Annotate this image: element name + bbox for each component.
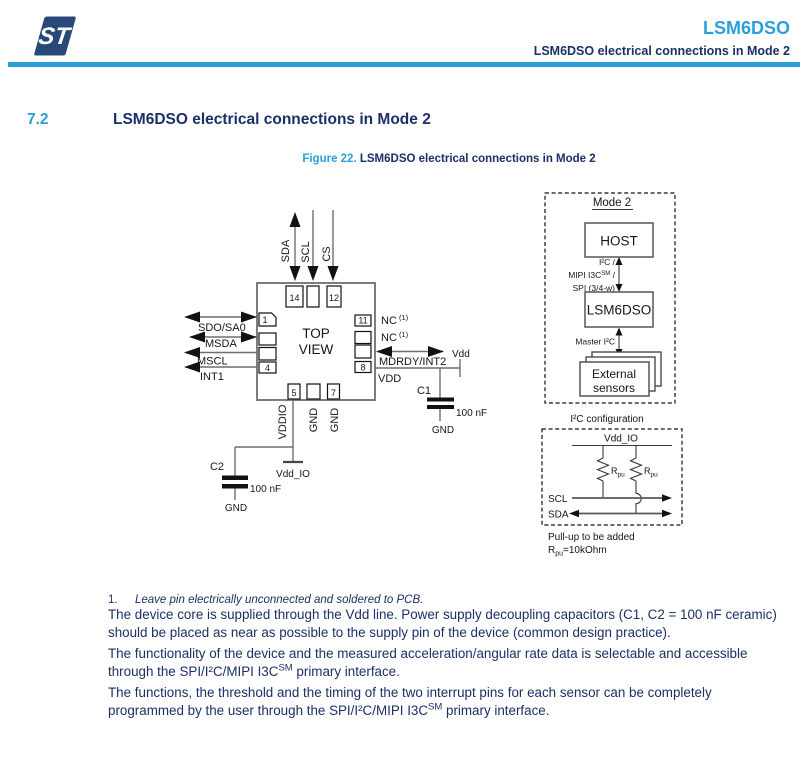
c2-value: 100 nF	[250, 484, 281, 495]
signal-msda: MSDA	[205, 338, 237, 350]
host-box-label: HOST	[600, 234, 638, 249]
chip-right-signals: NC (1) NC (1) MDRDY/INT2 VDD Vdd C1 100 …	[375, 313, 487, 436]
chip-top-signals: SDA SCL CS	[280, 210, 339, 281]
paragraph-1: The device core is supplied through the …	[108, 606, 808, 643]
figure-caption-text: LSM6DSO electrical connections in Mode 2	[356, 153, 596, 165]
signal-gnd-1: GND	[308, 408, 320, 433]
st-logo: ST	[33, 15, 77, 57]
bus-label-i2c: I²C /	[599, 257, 616, 267]
i2c-sda-label: SDA	[548, 510, 569, 521]
chip-bottom-signals: VDDIO GND GND Vdd_IO C2 100 nF GND	[210, 400, 341, 514]
section-title: LSM6DSO electrical connections in Mode 2	[113, 111, 431, 128]
signal-nc-2: NC (1)	[381, 330, 409, 344]
footnote: 1. Leave pin electrically unconnected and…	[108, 594, 423, 606]
signal-scl: SCL	[300, 241, 312, 262]
pin-number-7: 7	[331, 388, 336, 398]
capacitor-c2: C2 100 nF GND	[210, 447, 281, 514]
capacitor-c1: C1 100 nF GND	[417, 368, 487, 436]
section-number: 7.2	[27, 111, 49, 128]
mode2-title: Mode 2	[593, 197, 631, 209]
chip-center-label-1: TOP	[302, 326, 330, 341]
paragraph-line: The functions, the threshold and the tim…	[108, 684, 712, 700]
signal-vdd-pin: VDD	[378, 373, 401, 385]
c2-name: C2	[210, 461, 224, 473]
i2c-vdd-io-label: Vdd_IO	[604, 434, 638, 445]
signal-cs: CS	[321, 246, 333, 261]
signal-gnd-2: GND	[329, 408, 341, 433]
sensors-label-2: sensors	[593, 381, 635, 395]
pin-number-4: 4	[265, 363, 270, 373]
paragraph-line: The device core is supplied through the …	[108, 607, 777, 622]
chip-left-signals: SDO/SA0 MSDA MSCL INT1	[184, 311, 257, 383]
paragraph-line: The functionality of the device and the …	[108, 645, 748, 661]
pin-number-1: 1	[262, 315, 267, 325]
bus-label-spi: SPI (3/4-w)	[572, 283, 615, 293]
mode2-block-diagram: Mode 2 HOST I²C / MIPI I3CSM / SPI (3/4-…	[544, 192, 676, 404]
footnote-number: 1.	[108, 594, 118, 606]
paragraph-3: The functions, the threshold and the tim…	[108, 684, 808, 721]
master-i2c-label: Master I²C	[575, 337, 615, 347]
signal-vddio: VDDIO	[277, 404, 289, 439]
c1-name: C1	[417, 385, 431, 397]
header-product-name: LSM6DSO	[702, 18, 790, 38]
c1-gnd-label: GND	[432, 425, 454, 436]
paragraph-2: The functionality of the device and the …	[108, 645, 808, 682]
pullup-resistor-1: Rpu	[596, 445, 625, 498]
chip-center-label-2: VIEW	[299, 342, 334, 357]
lsm6dso-box-label: LSM6DSO	[587, 303, 652, 318]
pin-number-5: 5	[291, 388, 296, 398]
pin-number-11: 11	[358, 316, 367, 326]
bus-label-mipi-i3c: MIPI I3CSM /	[568, 270, 615, 280]
pin-number-14: 14	[289, 293, 299, 303]
figure-diagram: TOP VIEW 14 12 1 4 11 8	[184, 192, 683, 558]
signal-nc-1: NC (1)	[381, 313, 409, 327]
footnote-text: Leave pin electrically unconnected and s…	[135, 594, 424, 606]
rpu-label-2: Rpu	[644, 466, 658, 479]
pullup-note-2: Rpu=10kOhm	[548, 545, 607, 558]
vdd-io-terminal-label: Vdd_IO	[276, 469, 310, 480]
chip-package: TOP VIEW 14 12 1 4 11 8	[256, 282, 376, 401]
paragraph-line: through the SPI/I²C/MIPI I3CSM primary i…	[108, 662, 400, 680]
signal-sdo-sa0: SDO/SA0	[198, 322, 246, 334]
header-doc-title: LSM6DSO electrical connections in Mode 2	[533, 44, 790, 58]
c1-value: 100 nF	[456, 408, 487, 419]
pin-number-8: 8	[360, 362, 365, 372]
i2c-config-title: I²C configuration	[570, 414, 643, 425]
pin-1-pad	[258, 312, 277, 327]
section-heading: 7.2 LSM6DSO electrical connections in Mod…	[27, 111, 431, 129]
figure-label: Figure 22.	[302, 153, 357, 165]
header-rule	[8, 62, 800, 67]
body-text: The device core is supplied through the …	[108, 606, 808, 722]
vdd-supply-label: Vdd	[452, 349, 470, 360]
c2-gnd-label: GND	[225, 503, 247, 514]
pin-number-12: 12	[329, 293, 339, 303]
pullup-note-1: Pull-up to be added	[548, 532, 635, 543]
signal-mscl: MSCL	[197, 356, 228, 368]
sensors-label-1: External	[592, 367, 636, 381]
i2c-configuration-diagram: I²C configuration Vdd_IO Rpu Rpu SCL	[541, 414, 683, 558]
paragraph-line: should be placed as near as possible to …	[108, 625, 671, 641]
signal-mdrdy-int2: MDRDY/INT2	[379, 356, 446, 368]
external-sensors-stack: External sensors	[579, 351, 662, 397]
rpu-label-1: Rpu	[611, 466, 625, 479]
signal-sda: SDA	[280, 239, 292, 262]
pullup-resistor-2: Rpu	[629, 445, 658, 514]
svg-text:ST: ST	[37, 23, 74, 50]
figure-caption: Figure 22. LSM6DSO electrical connection…	[108, 153, 790, 165]
paragraph-line: programmed by the user through the SPI/I…	[108, 701, 550, 719]
i2c-scl-label: SCL	[548, 494, 568, 505]
signal-int1: INT1	[200, 371, 224, 383]
